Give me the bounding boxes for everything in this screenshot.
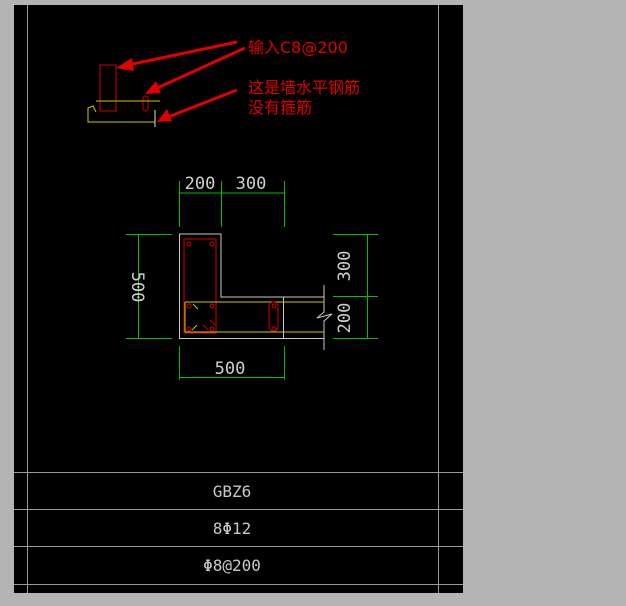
table-stirrup: Φ8@200 [203, 556, 261, 575]
dim-left: 500 [127, 272, 147, 303]
input-note: 输入C8@200 [248, 38, 348, 57]
sheet-frame [14, 5, 463, 593]
dim-bottom: 500 [215, 359, 246, 379]
dim-right-bottom: 200 [335, 303, 355, 334]
wall-rebar-note-line1: 这是墙水平钢筋 [248, 78, 360, 97]
annotation-arrows [116, 40, 246, 122]
rebar-dots [186, 241, 277, 332]
horizontal-wall-rebar [87, 105, 155, 123]
dimension-lines [126, 181, 378, 380]
table-column-name: GBZ6 [213, 482, 252, 501]
tie-oval [142, 95, 149, 112]
stirrup-rect [99, 64, 117, 112]
dim-top-right: 300 [236, 174, 267, 194]
drawing-sheet [14, 5, 463, 593]
stirrup-outer [183, 238, 217, 334]
dim-top-left: 200 [185, 174, 216, 194]
wall-rebar-note-line2: 没有箍筋 [248, 98, 312, 117]
break-line [316, 285, 333, 350]
wall-rebar-detail [87, 64, 160, 127]
column-section [179, 233, 333, 350]
dim-right-top: 300 [335, 251, 355, 282]
table-longitudinal-rebar: 8Φ12 [213, 519, 252, 538]
